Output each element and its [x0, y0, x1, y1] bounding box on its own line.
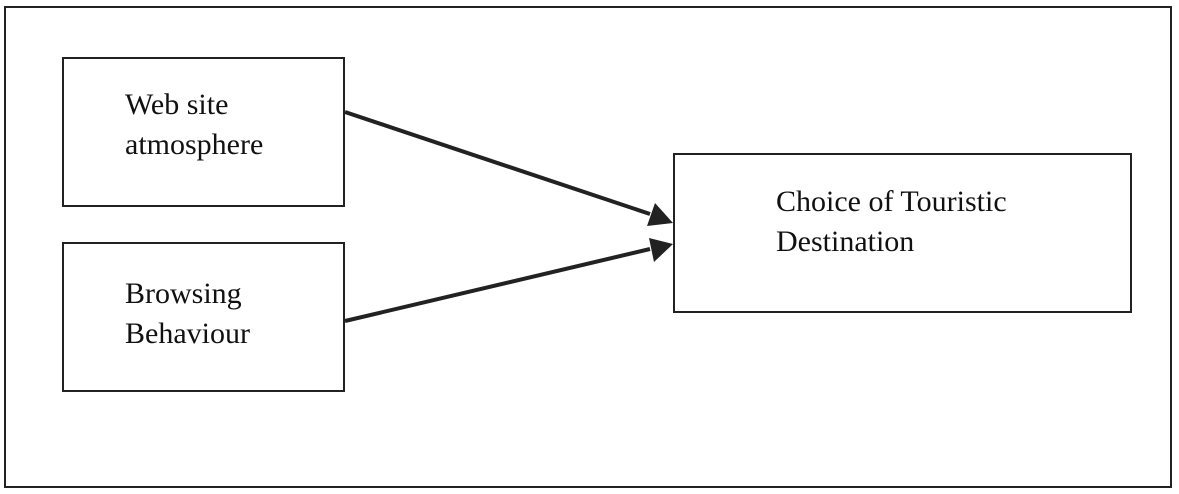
choice-destination-box: Choice of Touristic Destination — [673, 153, 1132, 313]
browsing-behaviour-label: Browsing Behaviour — [125, 274, 250, 354]
website-atmosphere-label: Web site atmosphere — [125, 85, 263, 165]
choice-destination-line1: Choice of Touristic — [776, 185, 1007, 218]
choice-destination-line2: Destination — [776, 225, 915, 258]
website-atmosphere-line1: Web site — [125, 88, 229, 121]
browsing-behaviour-line2: Behaviour — [125, 317, 250, 350]
browsing-behaviour-box: Browsing Behaviour — [62, 242, 345, 392]
diagram-frame — [4, 6, 1172, 488]
choice-destination-label: Choice of Touristic Destination — [776, 182, 1007, 262]
browsing-behaviour-line1: Browsing — [125, 277, 242, 310]
website-atmosphere-box: Web site atmosphere — [62, 57, 345, 207]
website-atmosphere-line2: atmosphere — [125, 128, 264, 161]
